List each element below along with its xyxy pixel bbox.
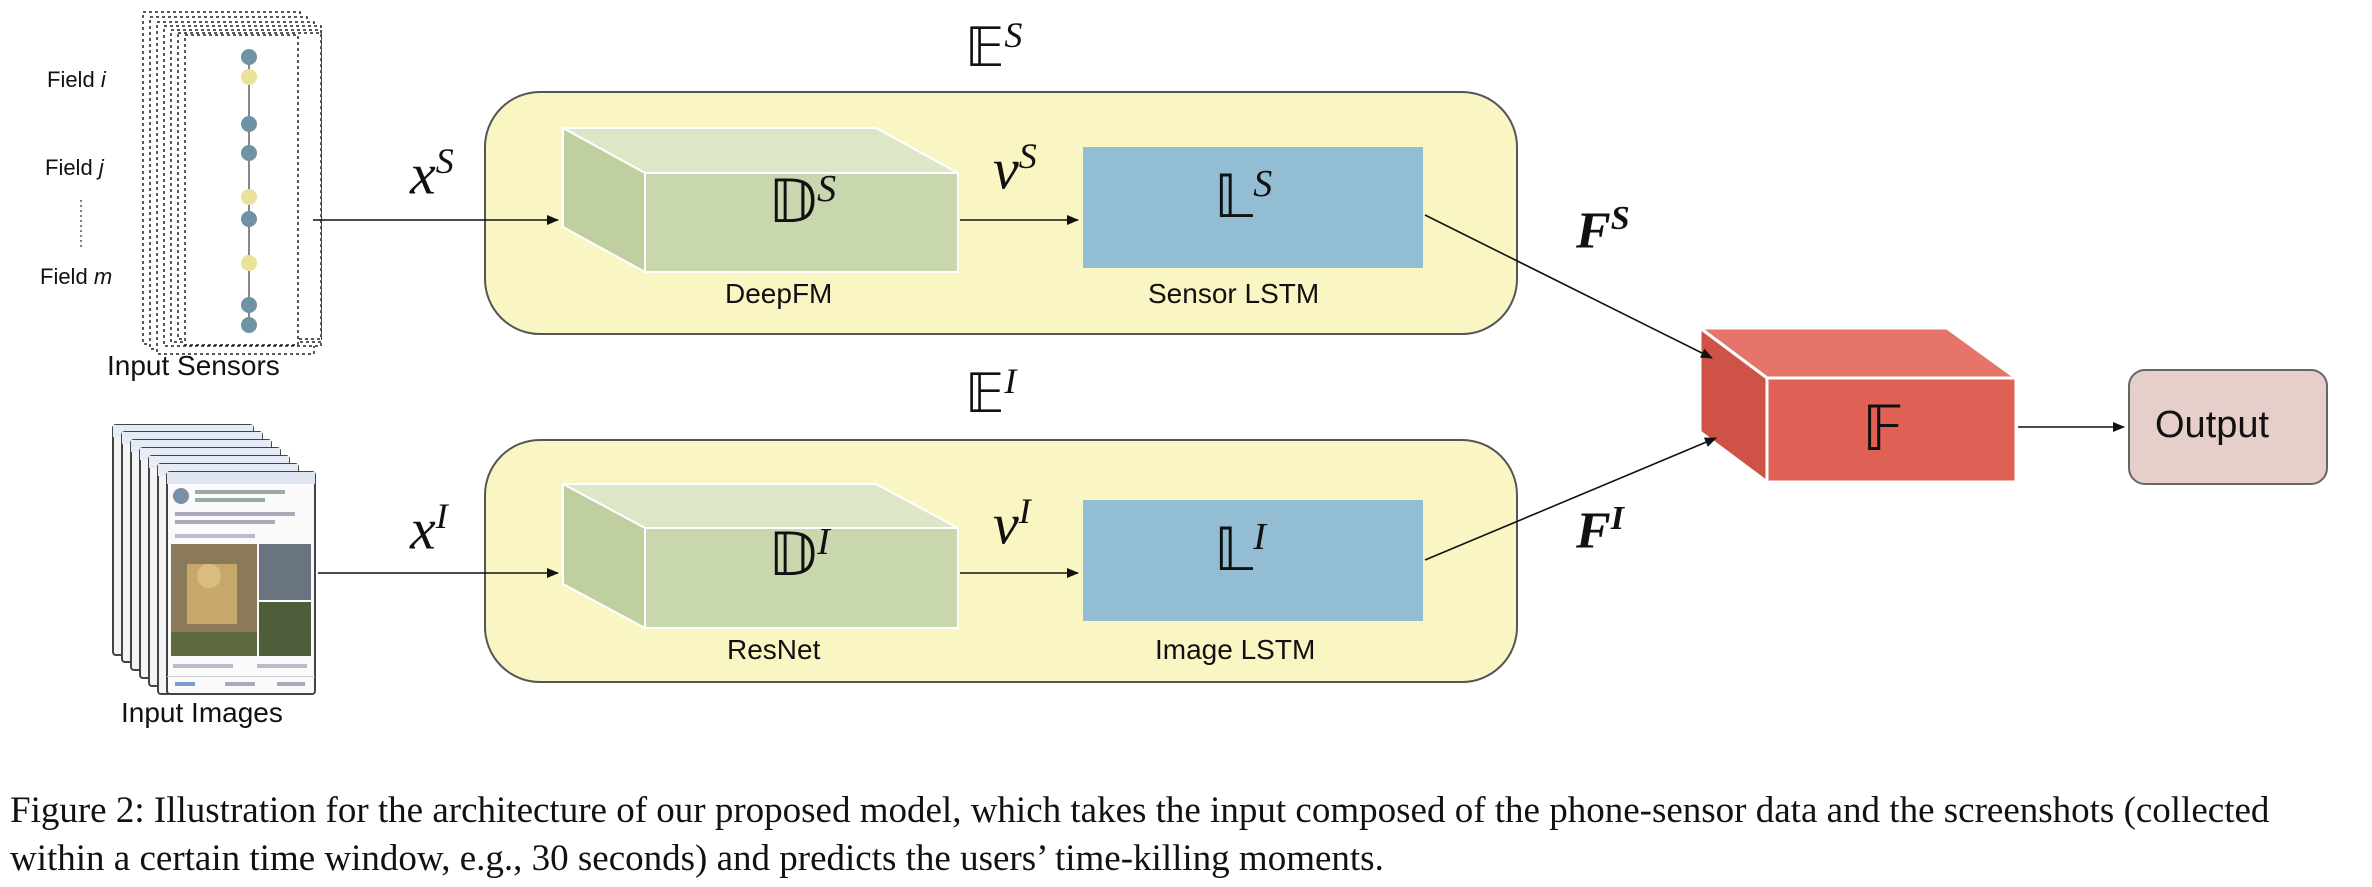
caption-text: Illustration for the architecture of our… [10,790,2270,879]
vi-label: vI [993,490,1031,557]
encoder-superscript: S [1004,15,1023,55]
v-symbol: v [993,136,1019,202]
figure-number: Figure 2: [10,790,145,831]
screenshot-front [166,471,316,695]
resnet-symbol: 𝔻I [768,520,830,590]
input-xi-label: xI [410,495,448,562]
field-index: i [100,67,106,92]
figure-caption: Figure 2: Illustration for the architect… [10,787,2360,883]
v-superscript: I [1018,491,1031,531]
image-encoder-label: 𝔼I [965,360,1016,425]
input-images-label: Input Images [121,697,283,728]
d-superscript: I [817,521,830,563]
f-symbol: F [1576,502,1611,560]
l-symbol: 𝕃 [1214,515,1254,585]
sensor-dots [241,49,257,333]
field-word: Field [47,67,95,92]
l-symbol: 𝕃 [1214,162,1254,232]
input-images-stack [112,424,316,695]
image-lstm-block [1083,500,1423,621]
architecture-diagram: Field i Field j Field m Input Sensors In… [40,11,2328,728]
deepfm-block [562,126,959,274]
field-index: j [98,155,104,180]
input-symbol: x [410,496,436,562]
field-word: Field [45,155,93,180]
resnet-label: ResNet [727,634,821,665]
image-lstm-label: Image LSTM [1155,634,1316,665]
l-superscript: I [1253,516,1266,558]
output-label: Output [2155,404,2270,446]
sensor-lstm-block [1083,147,1423,268]
field-word: Field [40,264,88,289]
image-lstm-symbol: 𝕃I [1214,515,1266,585]
deepfm-label: DeepFM [725,278,833,309]
v-superscript: S [1018,136,1037,176]
f-superscript: S [1610,200,1630,237]
d-symbol: 𝔻 [768,520,818,590]
f-superscript: I [1610,500,1624,537]
resnet-block [562,482,959,630]
output-box [2128,369,2328,485]
input-sensors-label: Input Sensors [107,350,280,381]
arrows [313,214,2125,578]
fusion-block [1695,325,2021,485]
fs-label: FS [1576,200,1630,260]
deepfm-symbol: 𝔻S [768,167,836,237]
field-j-label: Field j [45,155,104,181]
d-symbol: 𝔻 [768,167,818,237]
encoder-symbol: 𝔼 [965,16,1005,79]
arrow-fs [1424,214,1713,359]
input-superscript: S [435,141,454,181]
arrow-fi [1424,437,1717,561]
field-index: m [93,264,113,289]
field-m-label: Field m [40,264,112,290]
diagram-canvas [80,11,2328,695]
l-superscript: S [1253,163,1273,205]
sensor-lstm-label: Sensor LSTM [1148,278,1320,309]
input-symbol: x [410,141,436,207]
v-symbol: v [993,491,1019,557]
encoder-symbol: 𝔼 [965,362,1005,425]
input-xs-label: xS [410,140,454,207]
fusion-symbol: 𝔽 [1862,392,1904,465]
sensor-lstm-symbol: 𝕃S [1214,162,1272,232]
input-sensors-stack [80,11,322,355]
fi-label: FI [1576,500,1624,560]
input-superscript: I [435,496,448,536]
sensor-encoder-label: 𝔼S [965,14,1022,79]
field-i-label: Field i [47,67,106,93]
d-superscript: S [817,168,837,210]
f-symbol: F [1576,202,1611,260]
vs-label: vS [993,135,1037,202]
encoder-superscript: I [1004,361,1017,401]
